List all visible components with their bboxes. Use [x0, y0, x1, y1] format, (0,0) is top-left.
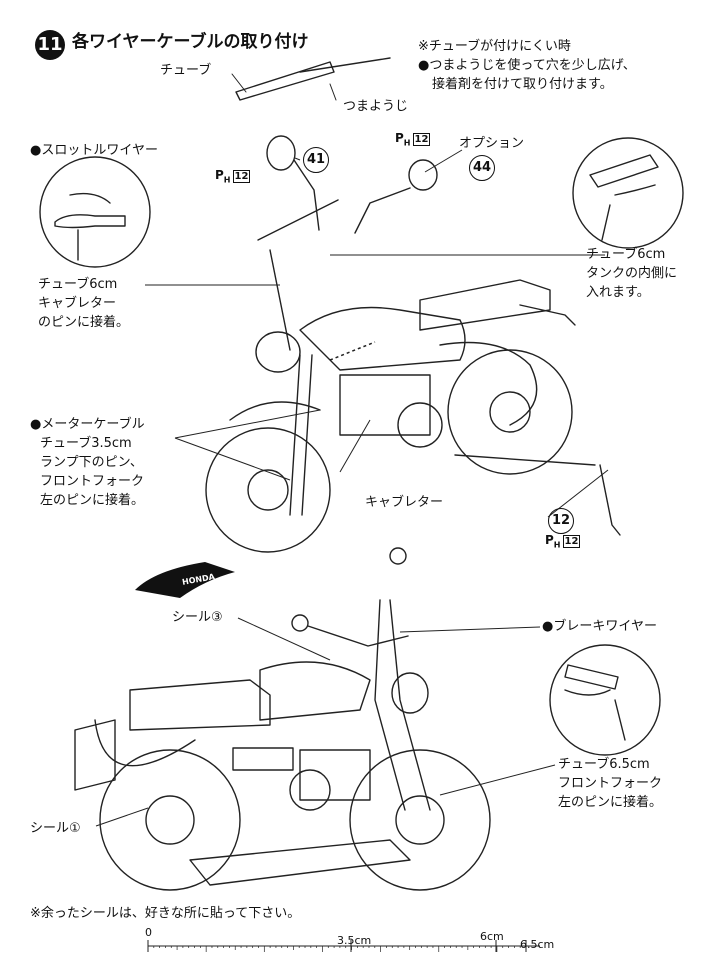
meter-line-2: ランプ下のピン、 [40, 455, 143, 470]
toothpick-label: つまようじ [343, 99, 409, 114]
brake-line-3: 左のピンに接着。 [558, 795, 663, 810]
throttle-inset-circle [39, 156, 151, 268]
meter-cable-title: ●メーターケーブル [30, 417, 145, 432]
tank-line-1: チューブ6cm [586, 247, 666, 262]
seal-1-label: シール① [30, 821, 81, 836]
throttle-line-3: のピンに接着。 [38, 315, 130, 330]
ruler-mark-6cm: 6cm [480, 930, 504, 943]
throttle-line-2: キャブレター [38, 296, 117, 311]
brake-wire-title: ●ブレーキワイヤー [542, 619, 657, 634]
part-44-badge: 44 [469, 155, 495, 181]
throttle-wire-title: ●スロットルワイヤー [30, 143, 158, 158]
toothpick-sketch [299, 57, 391, 73]
part-12-badge: 12 [548, 508, 574, 534]
step-title: 各ワイヤーケーブルの取り付け [72, 32, 309, 52]
option-label: オプション [459, 136, 525, 151]
lower-motorcycle [74, 547, 491, 891]
throttle-line-1: チューブ6cm [38, 277, 118, 292]
tip-line-3: 接着剤を付けて取り付けます。 [432, 77, 613, 92]
meter-line-3: フロントフォーク [40, 474, 145, 489]
tank-line-3: 入れます。 [586, 285, 650, 300]
tube-label: チューブ [160, 63, 212, 78]
meter-line-4: 左のピンに接着。 [40, 493, 145, 508]
tip-line-2: ●つまようじを使って穴を少し広げ、 [418, 58, 636, 73]
tank-line-2: タンクの内側に [586, 266, 678, 281]
tank-inset-circle [572, 137, 684, 249]
brake-inset-circle [549, 644, 661, 756]
tube-sketch [235, 61, 335, 101]
brake-line-1: チューブ6.5cm [558, 757, 650, 772]
honda-logo-shape [135, 562, 235, 598]
upper-motorcycle [205, 199, 621, 553]
seal-3-label: シール③ [172, 610, 223, 625]
tip-line-1: ※チューブが付けにくい時 [418, 39, 571, 54]
ruler-mark-6-5cm: 6.5cm [520, 938, 555, 951]
part-41-badge: 41 [303, 147, 329, 173]
step-number-badge: 11 [35, 30, 65, 60]
ruler-mark-3-5cm: 3.5cm [337, 934, 372, 947]
meter-line-1: チューブ3.5cm [40, 436, 132, 451]
ruler-zero: 0 [145, 926, 152, 939]
footnote: ※余ったシールは、好きな所に貼って下さい。 [30, 906, 301, 921]
carburetor-label: キャブレター [365, 495, 444, 510]
brake-line-2: フロントフォーク [558, 776, 663, 791]
